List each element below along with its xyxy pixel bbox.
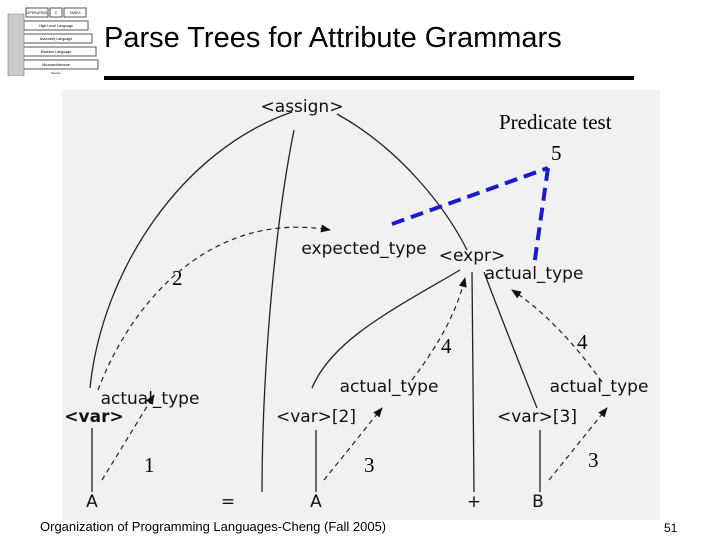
node-expr-attr: actual_type xyxy=(485,264,584,284)
node-var3-attr: actual_type xyxy=(550,377,649,397)
node-expected-type: expected_type xyxy=(301,239,426,259)
node-var1-attr: actual_type xyxy=(101,389,200,409)
page-number: 51 xyxy=(664,521,678,535)
edge-assign-var xyxy=(89,111,293,389)
step-number: 4 xyxy=(441,334,452,358)
title-divider xyxy=(104,76,634,80)
leaf-token: B xyxy=(532,492,544,512)
edge-expr-var3 xyxy=(483,271,538,409)
slide-title: Parse Trees for Attribute Grammars xyxy=(104,22,562,54)
step-number: 3 xyxy=(364,453,375,477)
flow-step-4-left xyxy=(411,277,467,381)
flow-step-3-right xyxy=(548,407,608,481)
logo-layer-label: High Level Language xyxy=(39,24,73,28)
logo-layer-label: Assembly Language xyxy=(40,37,73,41)
node-var2-attr: actual_type xyxy=(340,377,439,397)
leaf-token: A xyxy=(86,492,98,512)
flow-step-1 xyxy=(101,394,155,481)
parse-tree-figure: <assign> expected_type <expr> actual_typ… xyxy=(62,90,660,520)
node-var2: <var>[2] xyxy=(276,407,356,427)
layered-stack-icon: OPERATING C TASK3 High Level Language As… xyxy=(7,7,99,76)
leaf-token: = xyxy=(221,492,235,512)
predicate-label: Predicate test xyxy=(499,110,612,134)
edge-assign-eq xyxy=(261,129,295,493)
node-expr: <expr> xyxy=(439,246,506,266)
logo-layer-label: TASK3 xyxy=(69,11,80,15)
predicate-link-left xyxy=(391,166,549,226)
flow-step-4-right xyxy=(511,289,603,383)
leaf-token: A xyxy=(310,492,322,512)
predicate-step-number: 5 xyxy=(551,141,562,165)
predicate-link-right xyxy=(532,167,550,267)
edge-expr-plus xyxy=(471,271,475,493)
node-var3: <var>[3] xyxy=(497,407,577,427)
step-number: 1 xyxy=(144,453,155,477)
step-number: 3 xyxy=(588,448,599,472)
logo-layer-label: OPERATING xyxy=(27,11,48,15)
logo-layer-label: Microarchitecture xyxy=(42,63,70,67)
node-var1: <var> xyxy=(64,407,123,427)
node-assign: <assign> xyxy=(261,97,344,117)
logo-layer-label: Device xyxy=(51,71,61,75)
slide-footer: Organization of Programming Languages-Ch… xyxy=(40,519,387,534)
logo-layer-label: C xyxy=(55,11,58,15)
logo-layer-label: Machine Language xyxy=(41,50,72,54)
edge-expr-var2 xyxy=(311,269,461,389)
flow-step-3-left xyxy=(323,407,383,481)
step-number: 4 xyxy=(577,330,588,354)
leaf-token: + xyxy=(467,492,481,512)
flow-step-2 xyxy=(97,224,331,391)
step-number: 2 xyxy=(172,266,183,290)
edge-assign-expr xyxy=(336,113,468,251)
parse-tree-diagram: <assign> expected_type <expr> actual_typ… xyxy=(64,97,649,512)
